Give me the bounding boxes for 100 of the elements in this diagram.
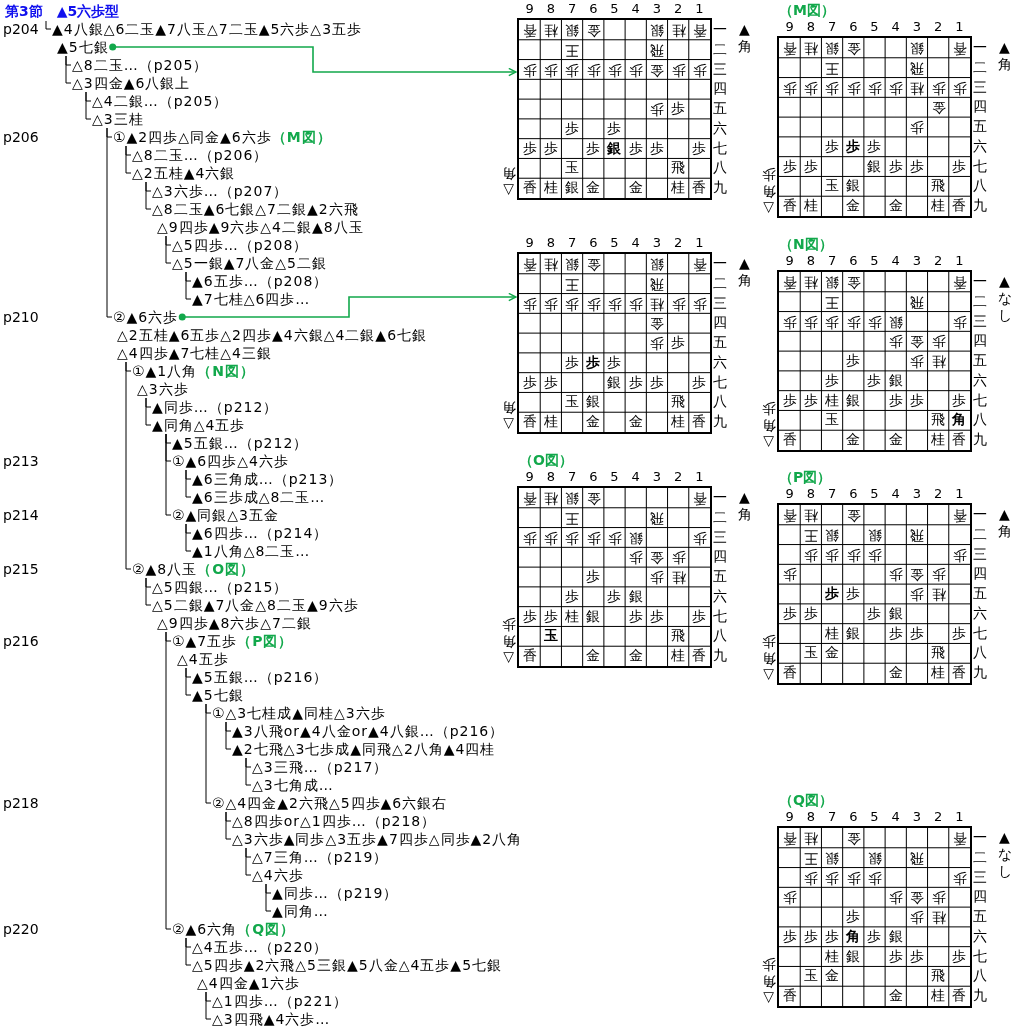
shogi-piece: 歩 bbox=[824, 926, 841, 946]
shogi-piece: 歩 bbox=[951, 313, 968, 332]
shogi-piece: 歩 bbox=[564, 295, 581, 314]
move-sequence: ①▲6四歩△4六歩 bbox=[172, 453, 289, 469]
file-number: 4 bbox=[890, 253, 901, 269]
shogi-piece: 飛 bbox=[930, 966, 947, 986]
pieces-in-hand: △角歩 bbox=[761, 956, 776, 1007]
shogi-piece: 歩 bbox=[845, 79, 862, 98]
file-number: 9 bbox=[784, 486, 795, 502]
shogi-piece: 金 bbox=[845, 506, 862, 525]
shogi-piece: 香 bbox=[781, 430, 798, 450]
shogi-piece: 歩 bbox=[930, 333, 947, 352]
file-number: 1 bbox=[954, 19, 965, 35]
shogi-piece: 香 bbox=[951, 39, 968, 58]
arrow bbox=[109, 43, 517, 77]
shogi-piece: 銀 bbox=[627, 529, 644, 548]
shogi-piece: 飛 bbox=[670, 626, 687, 646]
shogi-piece: 歩 bbox=[585, 352, 602, 372]
shogi-piece: 歩 bbox=[802, 546, 819, 565]
shogi-piece: 玉 bbox=[564, 158, 581, 178]
move-sequence: ②▲8八玉 bbox=[132, 561, 198, 577]
shogi-piece: 歩 bbox=[908, 585, 925, 604]
file-number: 2 bbox=[673, 469, 684, 485]
move-sequence: △3六歩▲同歩△3五歩▲7四歩△同歩▲2八角 bbox=[232, 831, 523, 847]
rank-number: 八 bbox=[973, 176, 987, 196]
pieces-in-hand: ▲なし bbox=[997, 273, 1012, 324]
shogi-piece: 香 bbox=[951, 430, 968, 450]
page-number: p214 bbox=[3, 506, 39, 524]
file-number: 9 bbox=[524, 469, 535, 485]
shogi-piece: 銀 bbox=[824, 273, 841, 292]
rank-number: 八 bbox=[713, 392, 727, 412]
rank-number: 一 bbox=[973, 505, 987, 524]
rank-number: 三 bbox=[713, 527, 727, 547]
shogi-piece: 香 bbox=[781, 196, 798, 216]
page-number: p213 bbox=[3, 452, 39, 470]
rank-number: 四 bbox=[973, 97, 987, 117]
rank-number: 八 bbox=[713, 158, 727, 178]
shogi-piece: 歩 bbox=[951, 546, 968, 565]
file-number: 7 bbox=[826, 486, 838, 502]
shogi-piece: 銀 bbox=[627, 586, 644, 606]
shogi-piece: 香 bbox=[521, 21, 538, 40]
shogi-piece: 歩 bbox=[585, 567, 602, 587]
file-number: 2 bbox=[673, 235, 684, 251]
shogi-piece: 歩 bbox=[606, 61, 623, 80]
rank-number: 六 bbox=[973, 370, 987, 390]
shogi-piece: 金 bbox=[887, 986, 904, 1006]
file-number: 3 bbox=[911, 253, 923, 269]
shogi-piece: 歩 bbox=[802, 79, 819, 98]
file-number: 2 bbox=[933, 486, 944, 502]
move-sequence: ▲5五銀…（p216） bbox=[192, 669, 329, 685]
rank-number: 四 bbox=[713, 79, 727, 99]
shogi-piece: 歩 bbox=[887, 390, 904, 410]
shogi-piece: 歩 bbox=[521, 606, 538, 626]
shogi-piece: 歩 bbox=[521, 529, 538, 548]
shogi-piece: 歩 bbox=[606, 352, 623, 372]
rank-number: 九 bbox=[973, 430, 987, 450]
rank-number: 一 bbox=[713, 254, 727, 273]
move-sequence: ▲6四歩…（p214） bbox=[192, 525, 329, 541]
shogi-piece: 銀 bbox=[845, 623, 862, 643]
file-number: 8 bbox=[805, 809, 816, 825]
move-sequence: △8二玉…（p205） bbox=[72, 57, 209, 73]
shogi-piece: 歩 bbox=[866, 370, 883, 390]
shogi-piece: 歩 bbox=[691, 372, 708, 392]
rank-number: 九 bbox=[973, 986, 987, 1006]
rank-number: 六 bbox=[713, 118, 727, 138]
rank-number: 一 bbox=[973, 828, 987, 847]
shogi-piece: 金 bbox=[908, 889, 925, 908]
shogi-piece: 歩 bbox=[951, 946, 968, 966]
rank-number: 三 bbox=[713, 293, 727, 313]
pieces-in-hand: ▲角 bbox=[737, 21, 752, 55]
move-sequence: ▲同歩…（p212） bbox=[152, 399, 279, 415]
shogi-piece: 銀 bbox=[585, 392, 602, 412]
move-sequence: ①▲2四歩△同金▲6六歩 bbox=[113, 129, 272, 145]
rank-number: 八 bbox=[973, 643, 987, 663]
shogi-piece: 桂 bbox=[564, 606, 581, 626]
shogi-piece: 歩 bbox=[542, 606, 559, 626]
figure-heading: （Q図） bbox=[779, 792, 833, 808]
shogi-piece: 桂 bbox=[930, 986, 947, 1006]
rank-number: 二 bbox=[973, 524, 987, 544]
move-sequence: △4五歩 bbox=[177, 651, 229, 667]
move-sequence: ②▲6六歩 bbox=[113, 309, 179, 325]
file-number: 9 bbox=[784, 253, 795, 269]
shogi-piece: 歩 bbox=[542, 295, 559, 314]
rank-number: 二 bbox=[713, 507, 727, 527]
file-number: 6 bbox=[848, 253, 859, 269]
rank-number: 五 bbox=[973, 117, 987, 137]
figure-heading: （N図） bbox=[779, 236, 833, 252]
rank-number: 一 bbox=[973, 38, 987, 57]
file-number: 2 bbox=[933, 19, 944, 35]
shogi-piece: 歩 bbox=[887, 946, 904, 966]
pieces-in-hand: ▲角 bbox=[737, 489, 752, 523]
shogi-piece: 桂 bbox=[670, 412, 687, 432]
shogi-piece: 歩 bbox=[606, 295, 623, 314]
move-sequence: △8二玉…（p206） bbox=[132, 147, 269, 163]
rank-number: 七 bbox=[713, 606, 727, 626]
shogi-piece: 玉 bbox=[802, 966, 819, 986]
shogi-piece: 金 bbox=[585, 646, 602, 666]
file-number: 4 bbox=[630, 1, 641, 17]
shogi-piece: 銀 bbox=[866, 526, 883, 545]
file-number: 1 bbox=[694, 235, 705, 251]
